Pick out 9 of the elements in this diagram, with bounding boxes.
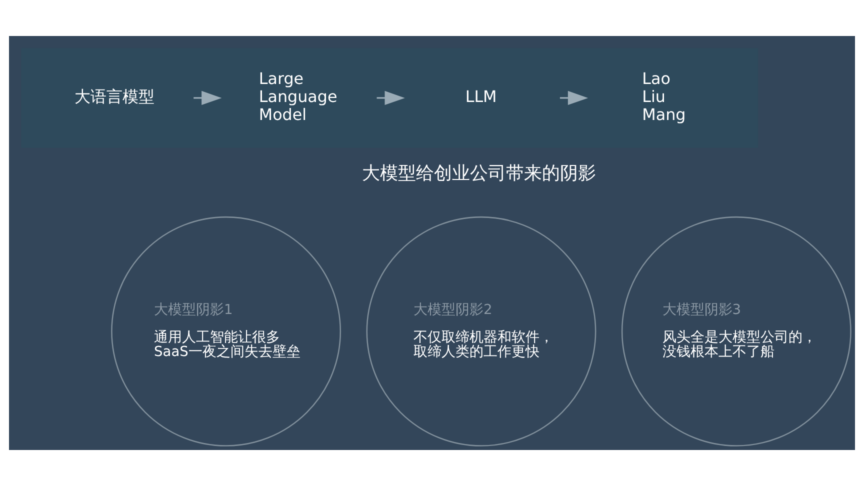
node-text: LLM xyxy=(465,87,497,106)
node-text: Lao Liu Mang xyxy=(642,69,686,124)
label: 大模型给创业公司带来的阴影 xyxy=(362,163,596,184)
node-circle: 大模型阴影1 通用人工智能让很多SaaS一夜之间失去壁垒 xyxy=(111,216,342,446)
node-circle: 大模型阴影3 风头全是大模型公司的，没钱根本上不了船 xyxy=(621,216,852,446)
node-text: Large Language Model xyxy=(258,69,338,124)
node-circle: 大模型阴影2 不仅取缔机器和软件，取缔人类的工作更快 xyxy=(366,216,596,446)
node-text: 大语言模型 xyxy=(74,87,155,106)
cluster xyxy=(21,48,758,148)
